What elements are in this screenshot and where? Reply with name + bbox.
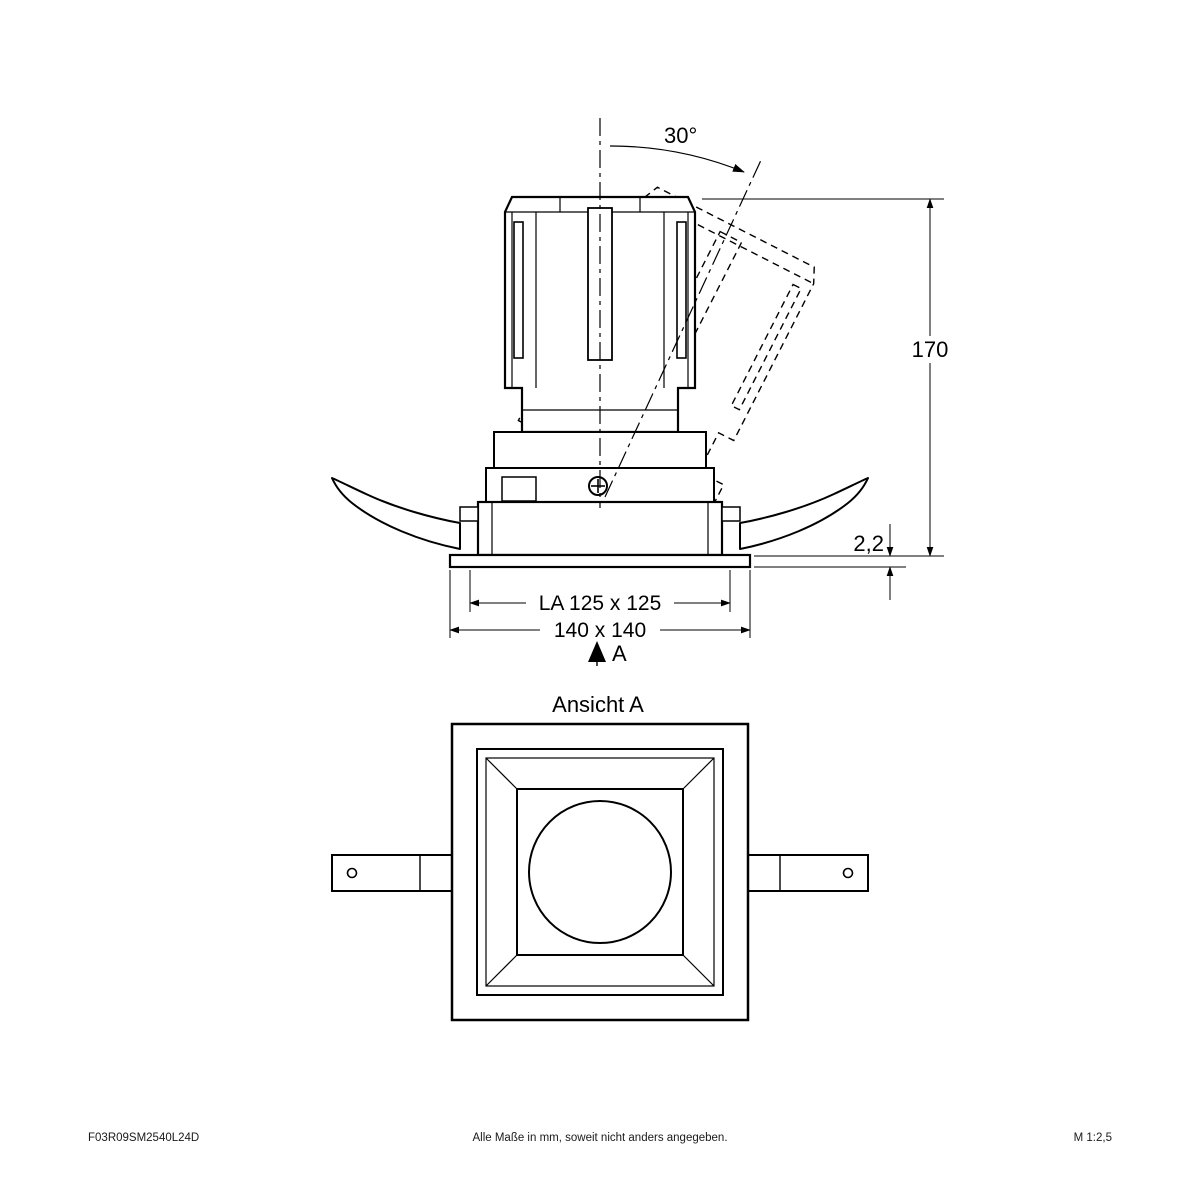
reflector-bevel-diagonals [485, 757, 715, 987]
right-tab-hole [842, 867, 854, 879]
footer: F03R09SM2540L24D Alle Maße in mm, soweit… [88, 1132, 1112, 1144]
reflector-bottom-edge [516, 788, 684, 956]
lens-circle [528, 800, 672, 944]
recessed-housing [448, 500, 752, 569]
front-view-title: Ansicht A [552, 692, 644, 717]
flange-dim-label: 2,2 [853, 531, 884, 556]
front-view-ansicht-a: Ansicht A [331, 692, 869, 1022]
trim-flange [448, 553, 752, 569]
height-dim-label: 170 [912, 337, 949, 362]
footer-note: Alle Maße in mm, soweit nicht anders ang… [472, 1132, 727, 1144]
cutout-dim-label: LA 125 x 125 [539, 592, 662, 615]
tilt-angle-label: 30° [664, 123, 697, 148]
dimension-height-170: 170 [702, 198, 954, 557]
reflector-top-edge [485, 757, 715, 987]
footer-scale: M 1:2,5 [1074, 1132, 1112, 1144]
view-arrow-label: A [612, 641, 627, 666]
trim-opening-square [476, 748, 724, 996]
left-tab-hole [346, 867, 358, 879]
footer-article-number: F03R09SM2540L24D [88, 1132, 199, 1144]
dimension-cutout: LA 125 x 125 [469, 570, 731, 616]
dimension-flange-2-2: 2,2 [754, 524, 906, 600]
tilted-centerline [604, 157, 763, 498]
overall-dim-label: 140 x 140 [554, 619, 646, 642]
left-mounting-tab [331, 854, 453, 892]
view-direction-arrow: A [588, 641, 627, 666]
tilt-angle-arc [609, 145, 745, 173]
left-spring [331, 477, 461, 550]
dimension-overall: 140 x 140 [449, 570, 751, 643]
right-spring [739, 477, 869, 550]
right-mounting-tab [747, 854, 869, 892]
side-elevation-view: 30° 170 2,2 LA 125 x 125 [331, 118, 954, 666]
